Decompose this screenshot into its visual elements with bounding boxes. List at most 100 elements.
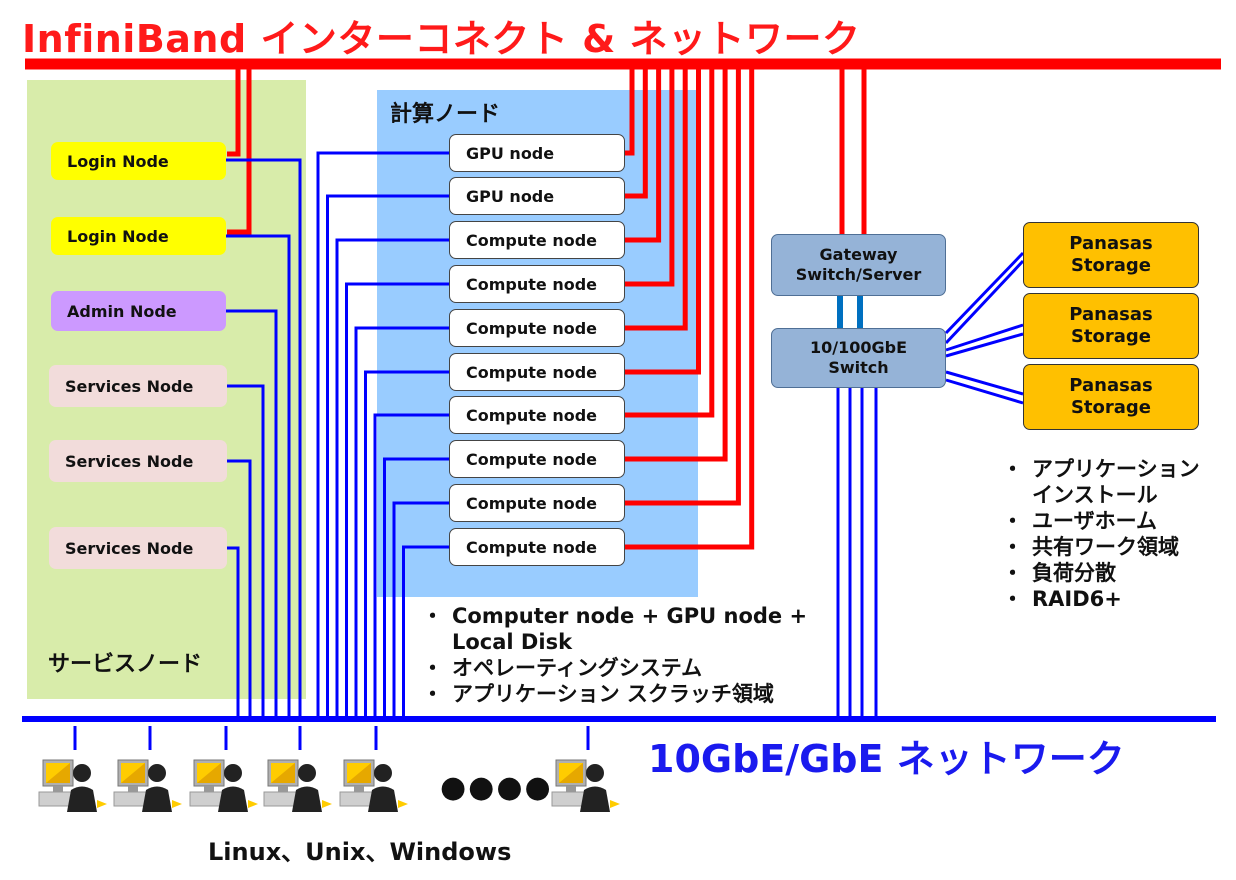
storage-notes-list: アプリケーション インストールユーザホーム共有ワーク領域負荷分散RAID6+ (1002, 456, 1200, 612)
compute-note-item: アプリケーション スクラッチ領域 (422, 681, 807, 707)
ethernet-link-compute-10 (402, 545, 449, 719)
infiniband-link-compute-1 (625, 64, 635, 156)
service-node-5[interactable]: Services Node (49, 440, 227, 482)
compute-note-item: オペレーティングシステム (422, 655, 807, 681)
compute-node-label: GPU node (466, 186, 555, 206)
infiniband-link-compute-5 (625, 64, 688, 331)
service-node-label: Login Node (67, 151, 169, 171)
ethernet-link-service-3 (226, 309, 278, 719)
infiniband-link-compute-4 (625, 64, 675, 287)
compute-node-label: Compute node (466, 274, 598, 294)
ethernet-link-compute-9 (392, 501, 449, 719)
compute-node-3[interactable]: Compute node (449, 221, 625, 259)
storage-label-line1: Panasas (1069, 233, 1153, 254)
service-nodes-label: サービスノード (48, 652, 203, 677)
switch-storage-link-2 (944, 259, 1025, 345)
service-node-6[interactable]: Services Node (49, 527, 227, 569)
compute-node-4[interactable]: Compute node (449, 265, 625, 303)
compute-note-item: Computer node + GPU node + Local Disk (422, 603, 807, 655)
switch-label-line2: Switch (828, 358, 889, 377)
switch-storage-link-6 (945, 378, 1024, 405)
storage-label-line2: Storage (1070, 326, 1152, 347)
compute-node-label: Compute node (466, 493, 598, 513)
compute-node-10[interactable]: Compute node (449, 528, 625, 566)
gateway-label-line1: Gateway (819, 245, 898, 264)
infiniband-link-login-1 (227, 64, 241, 157)
switch-storage-link-3 (945, 323, 1024, 352)
compute-node-8[interactable]: Compute node (449, 440, 625, 478)
storage-label-line1: Panasas (1069, 375, 1153, 396)
switch-storage-link-5 (945, 370, 1024, 396)
switch-label-line1: 10/100GbE (809, 338, 908, 357)
service-node-3[interactable]: Admin Node (51, 291, 226, 331)
client-workstation-icon (551, 726, 620, 812)
compute-node-label: Compute node (466, 230, 598, 250)
infiniband-link-compute-9 (625, 64, 741, 506)
service-node-label: Login Node (67, 226, 169, 246)
service-node-2[interactable]: Login Node (51, 217, 226, 255)
compute-node-5[interactable]: Compute node (449, 309, 625, 347)
client-os-label: Linux、Unix、Windows (208, 838, 512, 866)
service-node-label: Services Node (65, 538, 194, 558)
switch-storage-link-1 (944, 251, 1025, 335)
gateway-switch-server[interactable]: Gateway Switch/Server (771, 234, 946, 296)
infiniband-link-compute-2 (625, 64, 648, 199)
compute-node-9[interactable]: Compute node (449, 484, 625, 522)
compute-node-label: Compute node (466, 405, 598, 425)
compute-node-label: GPU node (466, 143, 555, 163)
service-node-label: Admin Node (67, 301, 177, 321)
ethernet-link-compute-2 (326, 194, 449, 719)
ethernet-link-service-6 (227, 546, 240, 719)
compute-node-label: Compute node (466, 318, 598, 338)
client-workstation-icon (339, 726, 408, 812)
compute-node-1[interactable]: GPU node (449, 134, 625, 172)
infiniband-link-compute-10 (625, 64, 755, 550)
compute-node-label: Compute node (466, 362, 598, 382)
storage-label-line1: Panasas (1069, 304, 1153, 325)
ethernet-link-compute-8 (383, 457, 449, 719)
storage-note-item: 負荷分散 (1002, 560, 1200, 586)
storage-note-item: RAID6+ (1002, 586, 1200, 612)
ethernet-link-compute-5 (354, 326, 449, 719)
storage-label-line2: Storage (1070, 397, 1152, 418)
service-node-4[interactable]: Services Node (49, 365, 227, 407)
service-node-label: Services Node (65, 451, 194, 471)
storage-note-item: ユーザホーム (1002, 508, 1200, 534)
infiniband-network-title: InfiniBand インターコネクト & ネットワーク (22, 17, 861, 61)
client-workstation-icon (263, 726, 332, 812)
storage-note-item: 共有ワーク領域 (1002, 534, 1200, 560)
client-workstation-icon (189, 726, 258, 812)
more-clients-ellipsis: ●●●● (440, 770, 553, 805)
compute-nodes-label: 計算ノード (390, 102, 501, 127)
client-workstation-icon (113, 726, 182, 812)
service-node-label: Services Node (65, 376, 194, 396)
compute-notes-list: Computer node + GPU node + Local Diskオペレ… (422, 603, 807, 707)
ethernet-link-service-4 (227, 384, 265, 719)
ethernet-link-compute-7 (373, 413, 449, 719)
ethernet-link-compute-6 (364, 370, 449, 719)
ethernet-link-compute-1 (316, 151, 449, 719)
client-workstation-icon (38, 726, 107, 812)
infiniband-link-login-2 (227, 64, 252, 235)
compute-node-2[interactable]: GPU node (449, 177, 625, 215)
ethernet-link-service-2 (226, 234, 291, 719)
compute-node-7[interactable]: Compute node (449, 396, 625, 434)
infiniband-link-compute-6 (625, 64, 701, 375)
ethernet-link-compute-4 (345, 282, 449, 719)
compute-node-6[interactable]: Compute node (449, 353, 625, 391)
ethernet-network-title: 10GbE/GbE ネットワーク (648, 737, 1125, 781)
infiniband-link-compute-8 (625, 64, 728, 462)
ethernet-switch[interactable]: 10/100GbE Switch (771, 328, 946, 388)
gateway-label-line2: Switch/Server (795, 265, 922, 284)
ethernet-link-service-5 (227, 459, 252, 719)
infiniband-link-compute-7 (625, 64, 715, 418)
storage-note-item: アプリケーション インストール (1002, 456, 1200, 508)
ethernet-link-service-1 (226, 158, 302, 719)
ethernet-link-compute-3 (335, 238, 449, 719)
service-node-1[interactable]: Login Node (51, 142, 226, 180)
compute-node-label: Compute node (466, 537, 598, 557)
